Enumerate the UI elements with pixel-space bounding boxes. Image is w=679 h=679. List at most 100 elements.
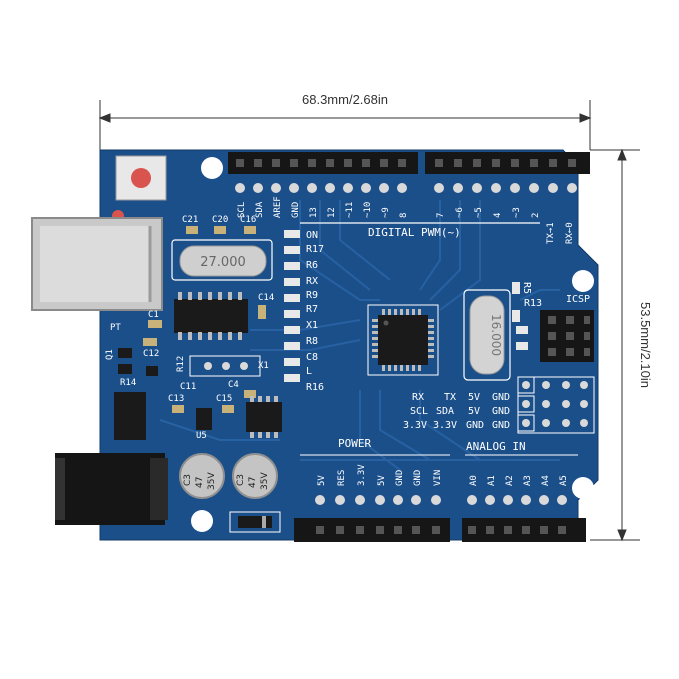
pin-label-7: 7 bbox=[436, 213, 446, 218]
arduino-board: SCL SDA AREF GND 13 12 ~11 ~10 ~9 8 7 ~6… bbox=[31, 149, 599, 542]
capacitor-2: C3 47 35V bbox=[232, 453, 278, 499]
label-r13: R13 bbox=[524, 298, 542, 309]
mount-hole-bottom-left bbox=[191, 510, 213, 532]
indicator-r7: R7 bbox=[306, 304, 318, 315]
indicator-c8: C8 bbox=[306, 352, 318, 363]
pin-label-9: ~9 bbox=[381, 207, 391, 218]
power-label: POWER bbox=[338, 437, 371, 450]
pin-label-5: ~5 bbox=[474, 207, 484, 218]
capacitor-1-voltage: 35V bbox=[207, 472, 217, 490]
capacitor-1-label: C3 bbox=[183, 474, 193, 486]
analog-pin-labels: A0 A1 A2 A3 A4 A5 bbox=[469, 475, 569, 486]
analog-label: ANALOG IN bbox=[466, 440, 526, 453]
pin-label-rx: RX←0 bbox=[565, 222, 575, 244]
pin-label-sda: SDA bbox=[255, 201, 265, 218]
capacitor-1-value: 47 bbox=[195, 477, 205, 488]
label-r14: R14 bbox=[120, 378, 136, 388]
diode bbox=[229, 511, 281, 533]
label-icsp: ICSP bbox=[566, 294, 590, 305]
power-pin-labels: 5V RES 3.3V 5V GND GND VIN bbox=[317, 464, 443, 486]
label-c4: C4 bbox=[228, 380, 239, 390]
pin-table-r2-c1: 3.3V bbox=[433, 420, 457, 431]
pin-label-aref: AREF bbox=[273, 196, 283, 218]
cap-label-c16: C16 bbox=[240, 215, 256, 225]
indicator-rx: RX bbox=[306, 276, 318, 287]
indicator-r8: R8 bbox=[306, 336, 318, 347]
power-pin-gnd-2: GND bbox=[413, 470, 423, 486]
indicator-column: ON R17 R6 RX R9 R7 X1 R8 C8 L R16 bbox=[284, 230, 324, 393]
pin-label-6: ~6 bbox=[455, 207, 465, 218]
capacitor-1: C3 47 35V bbox=[179, 453, 225, 499]
label-x1-left: X1 bbox=[258, 361, 269, 371]
analog-pin-a1: A1 bbox=[487, 475, 497, 486]
label-c13: C13 bbox=[168, 394, 184, 404]
indicator-r6: R6 bbox=[306, 260, 318, 271]
label-q1: Q1 bbox=[105, 349, 115, 360]
indicator-r17: R17 bbox=[306, 244, 324, 255]
pad-grid bbox=[517, 376, 595, 434]
top-header-slots bbox=[236, 159, 576, 167]
crystal-top: 27.000 bbox=[171, 239, 273, 281]
power-pin-res: RES bbox=[337, 470, 347, 486]
icsp-header bbox=[540, 310, 594, 362]
pin-table-r2-c3: GND bbox=[492, 420, 510, 431]
mcu-chip bbox=[367, 304, 439, 376]
mount-hole-right bbox=[572, 270, 594, 292]
label-pt: PT bbox=[110, 323, 121, 333]
pin-label-10: ~10 bbox=[363, 202, 373, 218]
mount-hole-top-left bbox=[201, 157, 223, 179]
indicator-l: L bbox=[306, 366, 312, 377]
ic-8pin bbox=[246, 396, 282, 438]
label-c15: C15 bbox=[216, 394, 232, 404]
x1-outline bbox=[189, 355, 261, 377]
top-header-right bbox=[425, 152, 590, 174]
power-pin-5v-2: 5V bbox=[377, 475, 387, 486]
dc-jack bbox=[55, 453, 168, 525]
top-pin-labels: SCL SDA AREF GND 13 12 ~11 ~10 ~9 8 7 ~6… bbox=[237, 196, 575, 244]
pin-label-8: 8 bbox=[399, 213, 409, 218]
pin-label-13: 13 bbox=[309, 207, 319, 218]
pin-table-r1-c0: SCL bbox=[410, 406, 428, 417]
reset-button bbox=[115, 155, 167, 201]
crystal-top-label: 27.000 bbox=[200, 255, 246, 270]
pin-table: RX TX 5V GND SCL SDA 5V GND 3.3V 3.3V GN… bbox=[403, 392, 510, 431]
bottom-pads bbox=[315, 495, 567, 505]
pin-table-r0-c3: GND bbox=[492, 392, 510, 403]
height-label: 53.5mm/2.10in bbox=[638, 302, 653, 388]
analog-pin-a2: A2 bbox=[505, 475, 515, 486]
analog-pin-a3: A3 bbox=[523, 475, 533, 486]
pin-label-2: 2 bbox=[531, 213, 541, 218]
height-dimension bbox=[590, 148, 640, 542]
top-header-left bbox=[228, 152, 418, 174]
regulator-small bbox=[196, 408, 212, 430]
crystal-right: 16.000 bbox=[463, 289, 511, 381]
analog-pin-a5: A5 bbox=[559, 475, 569, 486]
power-pin-gnd: GND bbox=[395, 470, 405, 486]
usb-chip bbox=[174, 292, 248, 340]
power-pin-vin: VIN bbox=[433, 470, 443, 486]
mount-hole-bottom-right bbox=[572, 477, 594, 499]
width-dimension bbox=[98, 100, 592, 150]
capacitor-2-label: C3 bbox=[236, 474, 246, 486]
capacitor-2-voltage: 35V bbox=[260, 472, 270, 490]
pin-table-r0-c2: 5V bbox=[468, 392, 480, 403]
pin-table-r0-c1: TX bbox=[444, 392, 456, 403]
label-r12: R12 bbox=[176, 356, 186, 372]
indicator-on: ON bbox=[306, 230, 318, 241]
pin-table-r1-c2: 5V bbox=[468, 406, 480, 417]
pin-label-scl: SCL bbox=[237, 202, 247, 218]
pin-label-gnd: GND bbox=[291, 202, 301, 218]
label-c14: C14 bbox=[258, 293, 274, 303]
pin-label-tx: TX→1 bbox=[546, 222, 556, 244]
label-c1: C1 bbox=[148, 310, 159, 320]
pin-table-r1-c3: GND bbox=[492, 406, 510, 417]
usb-connector bbox=[31, 217, 163, 311]
analog-pin-a0: A0 bbox=[469, 475, 479, 486]
width-label: 68.3mm/2.68in bbox=[302, 92, 388, 107]
pin-table-r0-c0: RX bbox=[412, 392, 424, 403]
pin-label-3: ~3 bbox=[512, 207, 522, 218]
pin-table-r2-c0: 3.3V bbox=[403, 420, 427, 431]
power-pin-3v3: 3.3V bbox=[357, 464, 367, 486]
indicator-r16: R16 bbox=[306, 382, 324, 393]
